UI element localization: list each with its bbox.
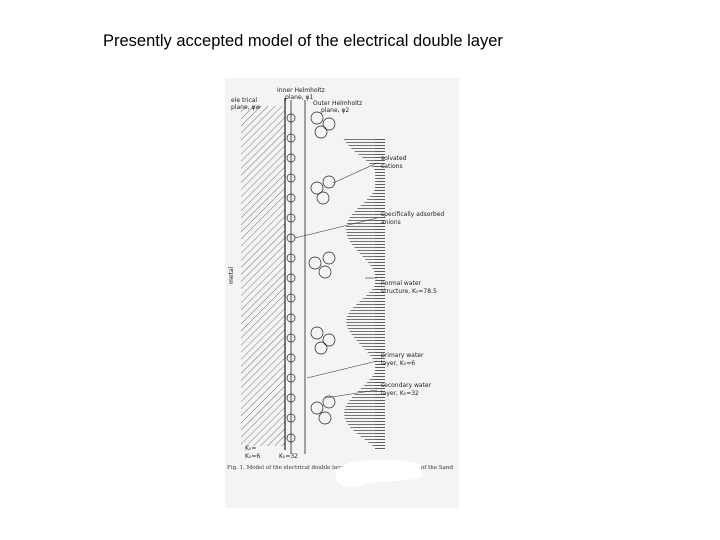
k-label-right: K₀=32 [279, 453, 298, 460]
outer-helmholtz-label-2: plane, φ2 [321, 107, 349, 114]
outer-helmholtz-label-1: Outer Helmholtz [313, 100, 362, 107]
leader-lines [294, 162, 378, 399]
k-label-left-1: K₀= [245, 445, 256, 452]
inner-helmholtz-label-1: Inner Helmholtz [277, 87, 325, 94]
electrical-plane-label-2: plane, φw [231, 104, 260, 111]
metal-label: metal [228, 266, 235, 284]
figure-caption: Fig. 1. Model of the electrical double l… [227, 465, 347, 471]
redaction-mark [335, 460, 423, 488]
normal-water-region-body [375, 138, 385, 450]
primary-water-label-1: primary water [381, 352, 424, 359]
solvated-cations [308, 111, 336, 425]
double-layer-figure: ele trical plane, φw Inner Helmholtz pla… [225, 78, 459, 508]
secondary-water-label-2: layer, K₀=32 [381, 390, 419, 397]
inner-helmholtz-label-2: plane, φ1 [285, 94, 313, 101]
secondary-water-label-1: secondary water [381, 382, 432, 389]
primary-water-label-2: layer, K₀=6 [381, 360, 415, 367]
slide-title: Presently accepted model of the electric… [103, 32, 503, 50]
metal-region [241, 106, 285, 446]
normal-water-region [343, 138, 385, 450]
electrical-plane-label-1: ele trical [231, 97, 257, 104]
adsorbed-anions-label-2: anions [381, 219, 401, 226]
figure-caption-right: of the Sand [421, 465, 453, 471]
solvated-cations-label-1: solvated [381, 155, 407, 162]
normal-water-label-2: structure, K₀=78.5 [381, 288, 437, 295]
normal-water-label-1: normal water [381, 280, 422, 287]
adsorbed-anions-label-1: specifically adsorbed [381, 211, 444, 218]
k-label-left-2: K₀=6 [245, 453, 260, 460]
solvated-cations-label-2: cations [381, 163, 403, 170]
